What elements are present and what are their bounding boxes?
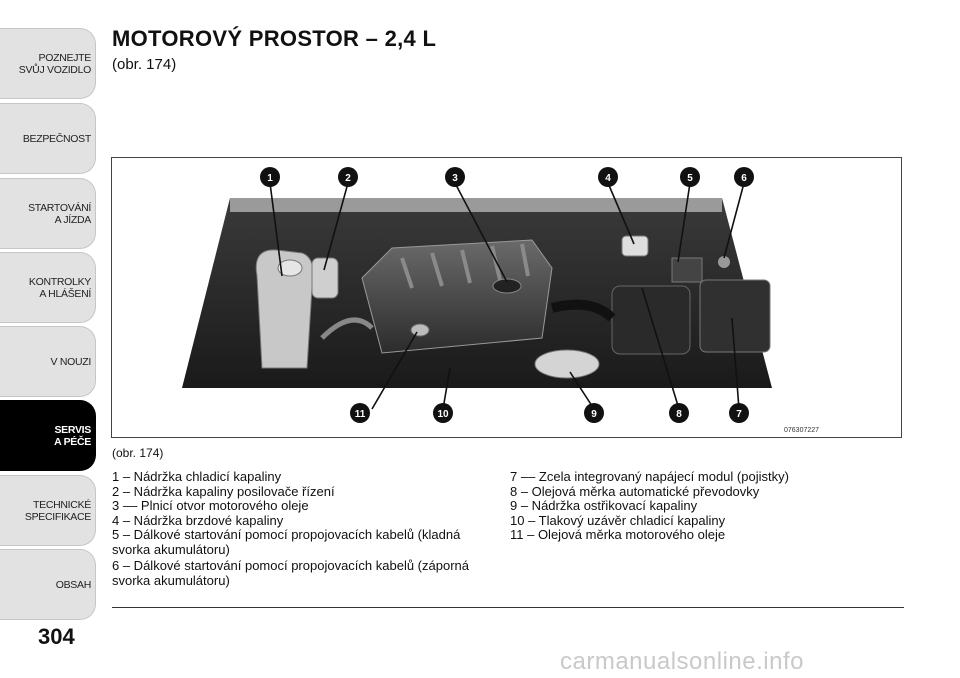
legend-item: 1 – Nádržka chladicí kapaliny	[112, 469, 282, 484]
callout-9: 9	[591, 409, 597, 420]
tab-servis-active[interactable]: SERVIS A PÉČE	[0, 400, 96, 471]
engine-illustration: 1 2 3 4 5 6 11 10 9 8 7 076307227	[182, 167, 819, 434]
legend-item: 7 –– Zcela integrovaný napájecí modul (p…	[510, 469, 789, 484]
callout-lines	[269, 182, 745, 410]
tab-obsah[interactable]: OBSAH	[0, 549, 96, 620]
callout-3: 3	[452, 173, 458, 184]
callout-4: 4	[605, 173, 611, 184]
tab-startovani[interactable]: STARTOVÁNÍ A JÍZDA	[0, 178, 96, 249]
hood-edge	[230, 198, 722, 212]
page-title: MOTOROVÝ PROSTOR – 2,4 L	[112, 26, 437, 51]
legend-item: 3 –– Plnicí otvor motorového oleje	[112, 498, 309, 513]
callout-6: 6	[741, 173, 747, 184]
engine-figure: 1 2 3 4 5 6 11 10 9 8 7 076307227	[111, 157, 902, 438]
callout-numbers: 1 2 3 4 5 6 11 10 9 8 7	[267, 173, 747, 420]
legend-item: 10 – Tlakový uzávěr chladicí kapaliny	[510, 512, 726, 528]
callout-11: 11	[355, 409, 366, 420]
callout-10: 10	[437, 409, 449, 420]
washer-reservoir	[534, 349, 600, 379]
steering-reservoir	[311, 257, 339, 299]
legend-item: 8 – Olejová měrka automatické převodovky	[510, 483, 760, 499]
legend-left: 1 – Nádržka chladicí kapaliny 2 – Nádržk…	[112, 469, 492, 590]
callout-8: 8	[676, 409, 682, 420]
callout-1: 1	[267, 173, 273, 184]
tab-bezpecnost[interactable]: BEZPEČNOST	[0, 103, 96, 174]
tab-v-nouzi[interactable]: V NOUZI	[0, 326, 96, 397]
footer-rule	[112, 607, 904, 608]
callout-5: 5	[687, 173, 693, 184]
figure-caption: (obr. 174)	[112, 446, 164, 460]
tab-kontrolky[interactable]: KONTROLKY A HLÁŠENÍ	[0, 252, 96, 323]
legend-item: 2 – Nádržka kapaliny posilovače řízení	[112, 483, 335, 499]
power-module	[699, 279, 771, 353]
brake-reservoir	[621, 235, 649, 257]
page-subtitle: (obr. 174)	[112, 56, 177, 73]
legend-item: 9 – Nádržka ostřikovací kapaliny	[510, 498, 698, 513]
callout-badges-bottom	[350, 403, 749, 423]
callout-2: 2	[345, 173, 351, 184]
coolant-cap	[277, 259, 303, 277]
legend-item: 11 – Olejová měrka motorového oleje	[510, 527, 726, 542]
page-number: 304	[38, 624, 75, 649]
watermark: carmanualsonline.info	[560, 648, 804, 675]
callout-7: 7	[736, 409, 742, 420]
legend-right: 7 –– Zcela integrovaný napájecí modul (p…	[510, 469, 890, 543]
legend-item: 4 – Nádržka brzdové kapaliny	[112, 512, 284, 528]
legend-item: 5 – Dálkové startování pomocí propojovac…	[112, 527, 461, 557]
engine-cover	[361, 239, 553, 354]
oil-dipstick-handle	[410, 323, 430, 337]
tab-technicke[interactable]: TECHNICKÉ SPECIFIKACE	[0, 475, 96, 546]
tab-poznejte[interactable]: POZNEJTE SVŮJ VOZIDLO	[0, 28, 96, 99]
callout-badges-top	[260, 167, 754, 187]
figure-code: 076307227	[784, 427, 819, 434]
oil-filler	[492, 278, 522, 294]
legend-item: 6 – Dálkové startování pomocí propojovac…	[112, 558, 469, 588]
